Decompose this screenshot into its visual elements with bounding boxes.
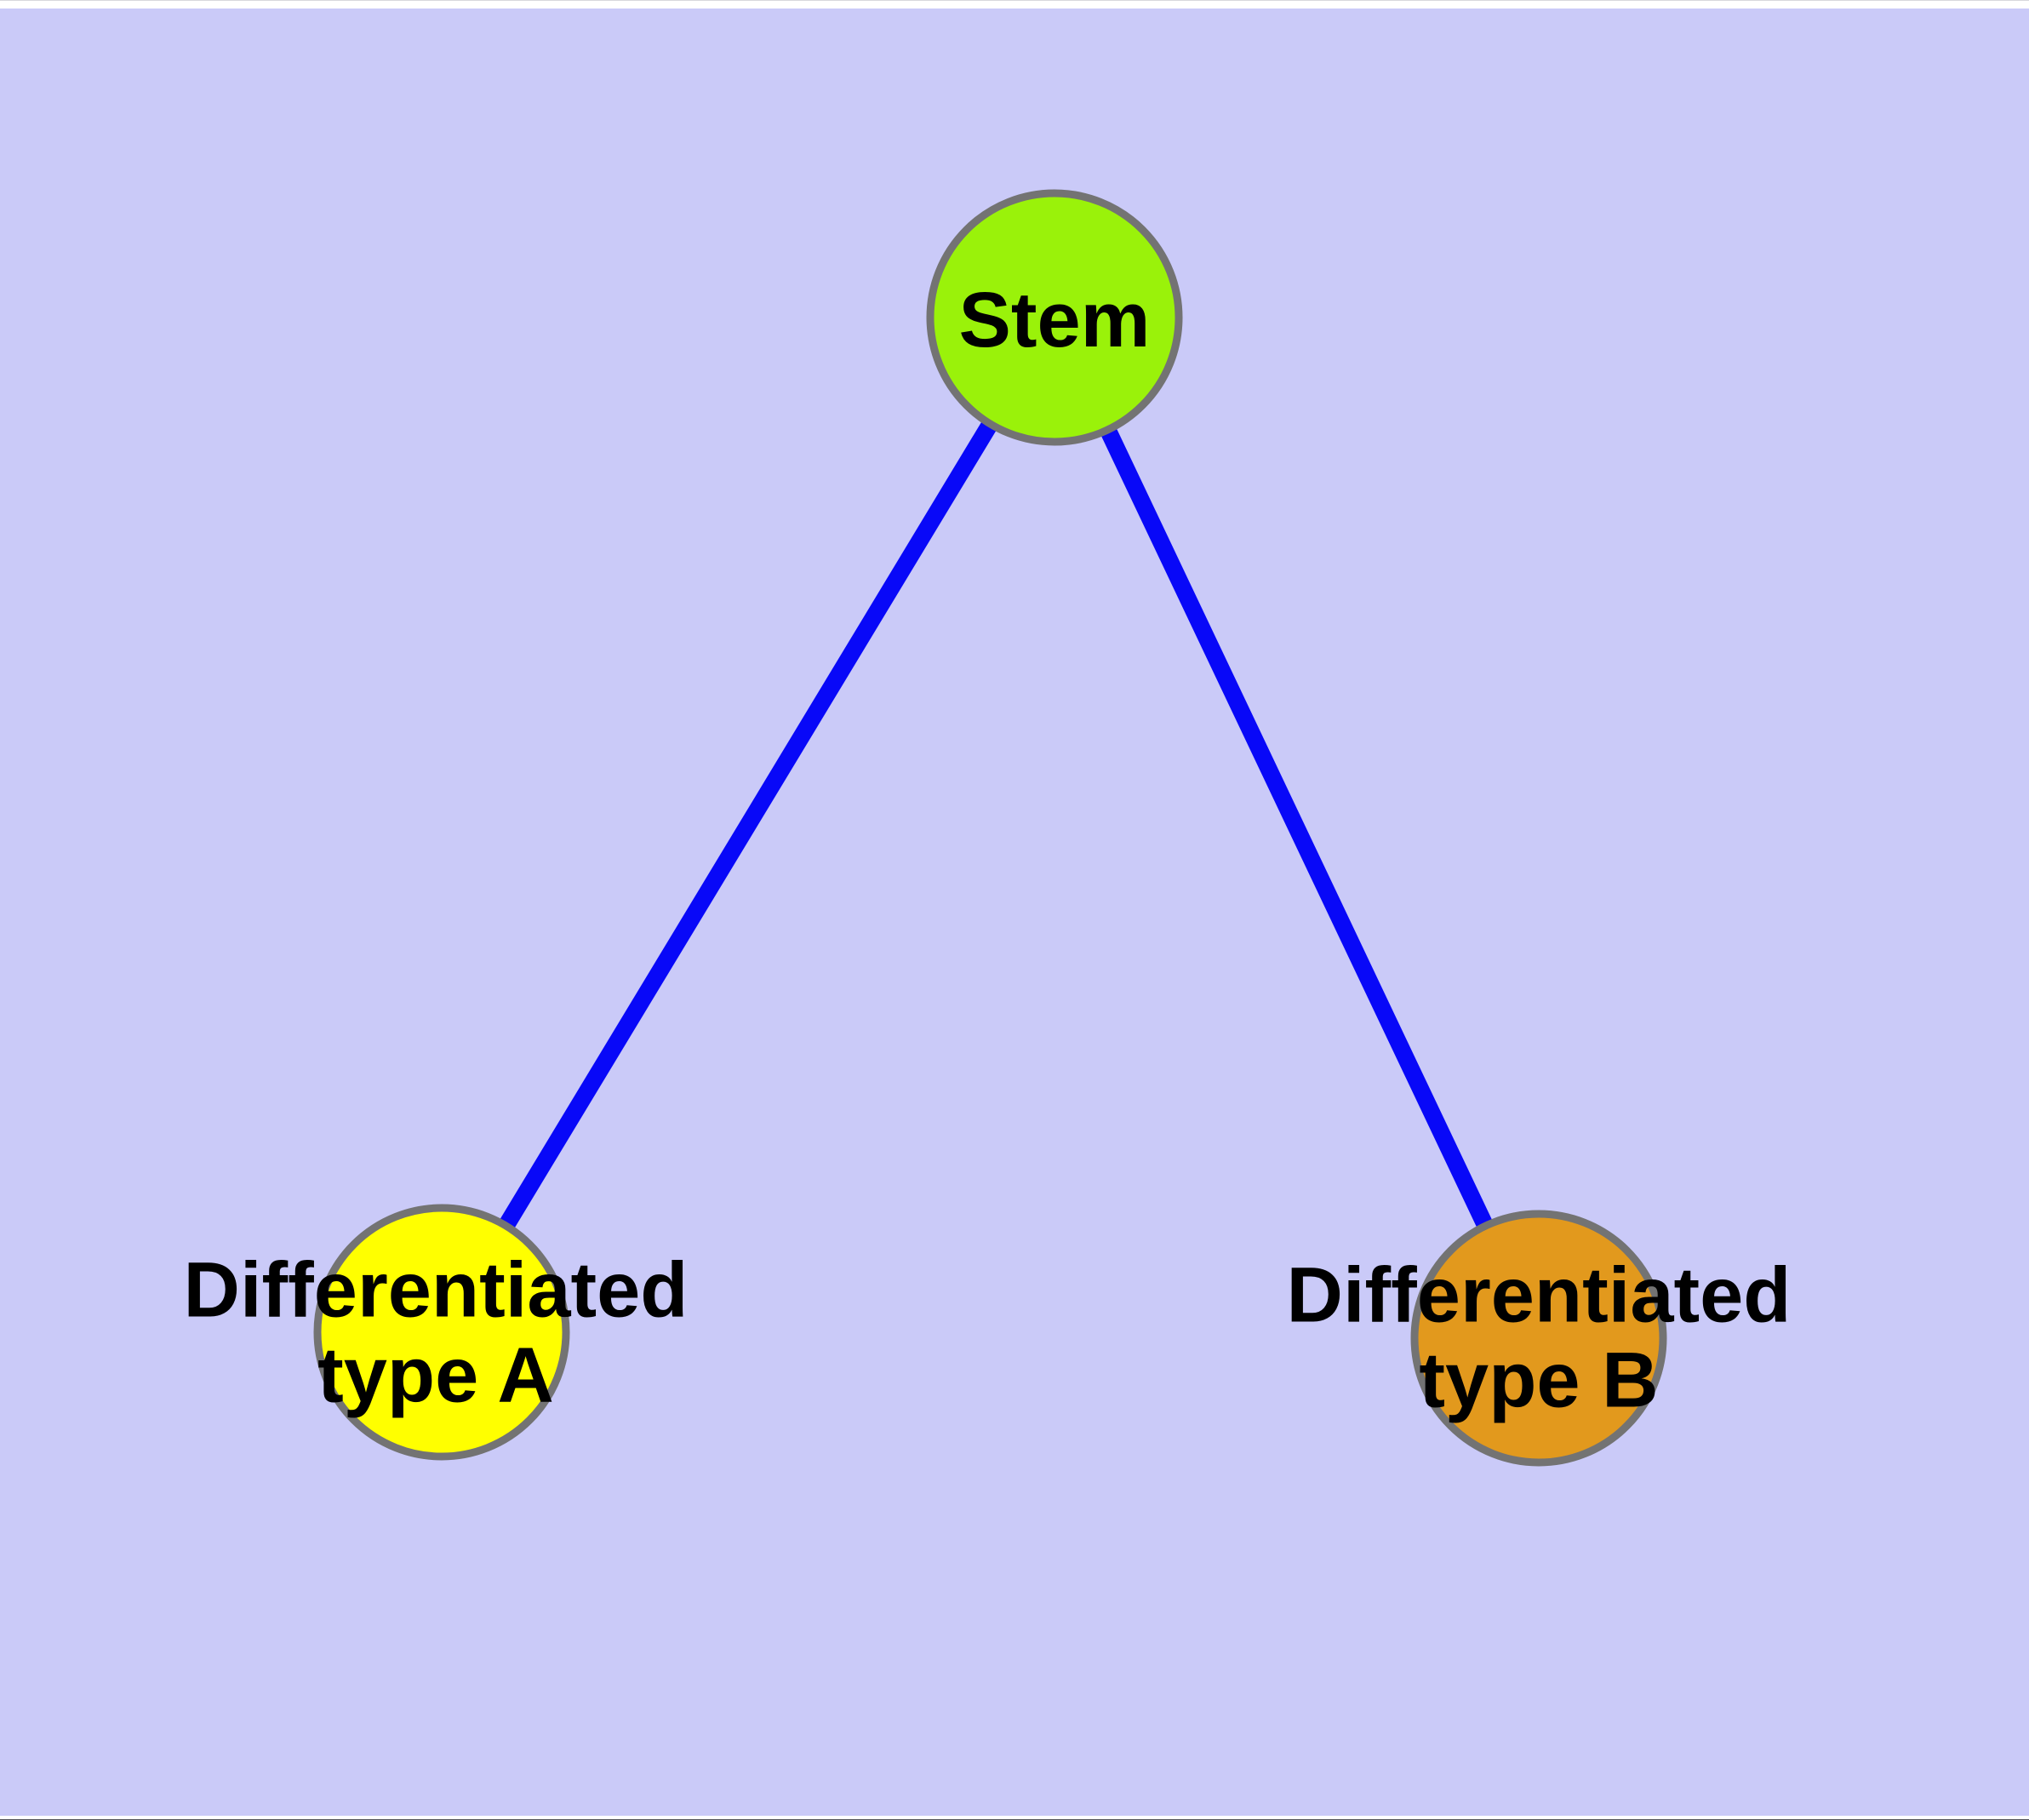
- node-type-a-label-line2: type A: [317, 1332, 554, 1419]
- node-stem-label: Stem: [959, 278, 1151, 363]
- node-type-a-circle: [313, 1204, 570, 1461]
- node-type-b-circle: [1410, 1210, 1667, 1467]
- node-type-a-label: Differentiated type A: [183, 1246, 689, 1419]
- node-stem-circle: [926, 189, 1183, 446]
- node-stem-label-line1: Stem: [958, 276, 1151, 363]
- node-type-b-label-line2: type B: [1419, 1337, 1659, 1424]
- capture-bottom-white-strip: [0, 1816, 2029, 1820]
- node-type-b-label: Differentiated type B: [1286, 1251, 1792, 1424]
- node-type-b-label-line1: Differentiated: [1286, 1251, 1792, 1339]
- node-type-a-label-line1: Differentiated: [183, 1246, 689, 1334]
- capture-top-white-strip: [0, 0, 2029, 9]
- edge-stem-to-type-a: [434, 312, 1062, 1337]
- edge-stem-to-type-b: [1046, 313, 1547, 1342]
